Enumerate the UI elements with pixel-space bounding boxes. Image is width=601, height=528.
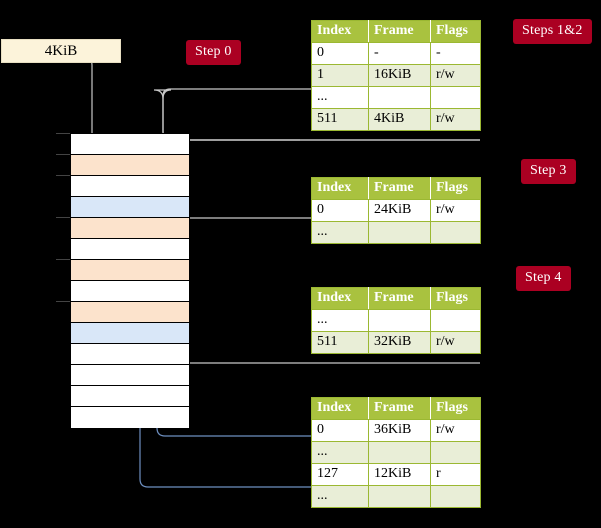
- cell-flags: -: [430, 42, 481, 65]
- column-header-frame: Frame: [368, 177, 431, 200]
- memory-tick-1: [56, 154, 70, 155]
- cell-frame: [368, 86, 431, 109]
- table-row: 511 4KiB r/w: [311, 108, 481, 131]
- cell-flags: [430, 441, 481, 464]
- memory-row-0: [71, 134, 189, 155]
- memory-row-2: [71, 176, 189, 197]
- memory-tick-4: [56, 217, 70, 218]
- memory-tick-2: [56, 175, 70, 176]
- badge-step-3: Step 3: [521, 159, 576, 184]
- cell-frame: [368, 441, 431, 464]
- column-header-flags: Flags: [430, 177, 481, 200]
- table-row: ...: [311, 221, 481, 244]
- cell-index: 127: [311, 463, 369, 486]
- memory-row-4: [71, 218, 189, 239]
- memory-row-7: [71, 281, 189, 302]
- highlighted-value: 511: [317, 111, 338, 126]
- highlighted-value: 4KiB: [374, 111, 405, 126]
- memory-row-13: [71, 407, 189, 428]
- highlighted-value: r/w: [436, 111, 455, 126]
- cell-frame: 24KiB: [368, 199, 431, 222]
- cell-frame: [368, 221, 431, 244]
- memory-row-9: [71, 323, 189, 344]
- cell-frame: 4KiB: [368, 108, 431, 131]
- cell-index: 511: [311, 331, 369, 354]
- memory-row-1: [71, 155, 189, 176]
- cell-index: ...: [311, 485, 369, 508]
- cell-flags: [430, 221, 481, 244]
- cell-index: 0: [311, 42, 369, 65]
- memory-row-8: [71, 302, 189, 323]
- column-header-frame: Frame: [368, 287, 431, 310]
- column-header-index: Index: [311, 20, 369, 43]
- cell-index: ...: [311, 441, 369, 464]
- cell-frame: 16KiB: [368, 64, 431, 87]
- column-header-index: Index: [311, 287, 369, 310]
- memory-row-3: [71, 197, 189, 218]
- source-frame-label: 4KiB: [44, 43, 78, 59]
- badge-steps-1-2: Steps 1&2: [513, 19, 592, 44]
- column-header-flags: Flags: [430, 20, 481, 43]
- cell-frame: -: [368, 42, 431, 65]
- column-header-frame: Frame: [368, 397, 431, 420]
- column-header-flags: Flags: [430, 287, 481, 310]
- cell-flags: [430, 485, 481, 508]
- memory-tick-8: [56, 301, 70, 302]
- column-header-flags: Flags: [430, 397, 481, 420]
- cell-index: ...: [311, 86, 369, 109]
- column-header-index: Index: [311, 397, 369, 420]
- table-row: ...: [311, 86, 481, 109]
- memory-row-11: [71, 365, 189, 386]
- source-frame-box: 4KiB: [1, 39, 121, 63]
- cell-index: 511: [311, 108, 369, 131]
- badge-step-0: Step 0: [186, 40, 241, 65]
- cell-frame: 12KiB: [368, 463, 431, 486]
- cell-index: ...: [311, 221, 369, 244]
- table-row: ...: [311, 441, 481, 464]
- table-row: ...: [311, 309, 481, 332]
- cell-index: 0: [311, 419, 369, 442]
- cell-index: ...: [311, 309, 369, 332]
- table-row: 0--: [311, 42, 481, 65]
- column-header-frame: Frame: [368, 20, 431, 43]
- cell-index: 0: [311, 199, 369, 222]
- cell-frame: 36KiB: [368, 419, 431, 442]
- memory-row-12: [71, 386, 189, 407]
- cell-flags: [430, 309, 481, 332]
- table-row: ...: [311, 485, 481, 508]
- badge-step-4: Step 4: [516, 266, 571, 291]
- cell-frame: [368, 485, 431, 508]
- cell-flags: r/w: [430, 419, 481, 442]
- memory-tick-6: [56, 259, 70, 260]
- memory-row-10: [71, 344, 189, 365]
- cell-flags: r/w: [430, 331, 481, 354]
- cell-flags: r/w: [430, 199, 481, 222]
- memory-tick-0: [56, 133, 70, 134]
- memory-row-6: [71, 260, 189, 281]
- physical-memory-column: [70, 133, 190, 428]
- cell-index: 1: [311, 64, 369, 87]
- cell-flags: r/w: [430, 108, 481, 131]
- cell-flags: r/w: [430, 64, 481, 87]
- cell-flags: r: [430, 463, 481, 486]
- cell-flags: [430, 86, 481, 109]
- memory-row-5: [71, 239, 189, 260]
- cell-frame: [368, 309, 431, 332]
- column-header-index: Index: [311, 177, 369, 200]
- cell-frame: 32KiB: [368, 331, 431, 354]
